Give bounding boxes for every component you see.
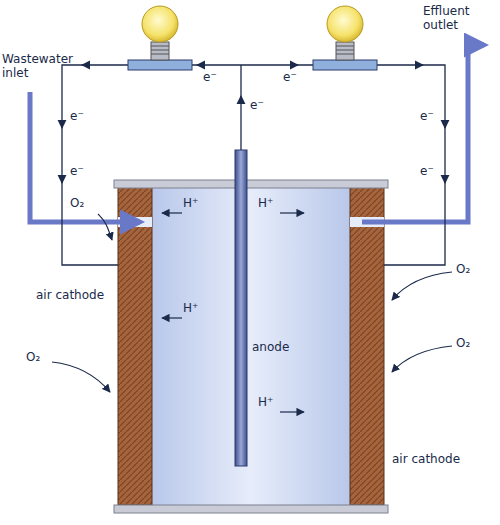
part-label: air cathode xyxy=(392,452,462,466)
electron-label: e⁻ xyxy=(283,70,307,84)
ion-label: H⁺ xyxy=(183,301,213,315)
air-cathode-band xyxy=(118,187,152,505)
ion-label: H⁺ xyxy=(258,196,288,210)
anode-rod xyxy=(235,150,247,466)
oxygen-label: O₂ xyxy=(456,262,484,276)
tank-lid xyxy=(114,180,388,188)
ion-label: H⁺ xyxy=(183,196,213,210)
electron-label: e⁻ xyxy=(250,98,274,112)
outlet-label: Effluent outlet xyxy=(423,4,497,33)
pipe xyxy=(30,45,484,222)
inlet-label: Wastewater inlet xyxy=(2,52,78,81)
oxygen-label: O₂ xyxy=(456,336,484,350)
light-bulb xyxy=(128,6,192,70)
electron-label: e⁻ xyxy=(203,70,227,84)
electron-label: e⁻ xyxy=(420,109,444,123)
electron-label: e⁻ xyxy=(70,164,94,178)
wire xyxy=(62,65,445,265)
ion-label: H⁺ xyxy=(258,395,288,409)
part-label: air cathode xyxy=(36,288,106,302)
tank-base xyxy=(114,505,388,513)
proton-arrow xyxy=(162,213,304,412)
oxygen-arrow xyxy=(52,206,452,392)
air-cathode-band xyxy=(350,187,384,505)
oxygen-label: O₂ xyxy=(70,196,98,210)
oxygen-label: O₂ xyxy=(26,350,54,364)
light-bulb xyxy=(313,6,377,70)
electron-label: e⁻ xyxy=(70,109,94,123)
electron-label: e⁻ xyxy=(420,164,444,178)
oxygen-arrow xyxy=(98,214,112,240)
part-label: anode xyxy=(252,340,312,354)
tank xyxy=(114,180,388,513)
